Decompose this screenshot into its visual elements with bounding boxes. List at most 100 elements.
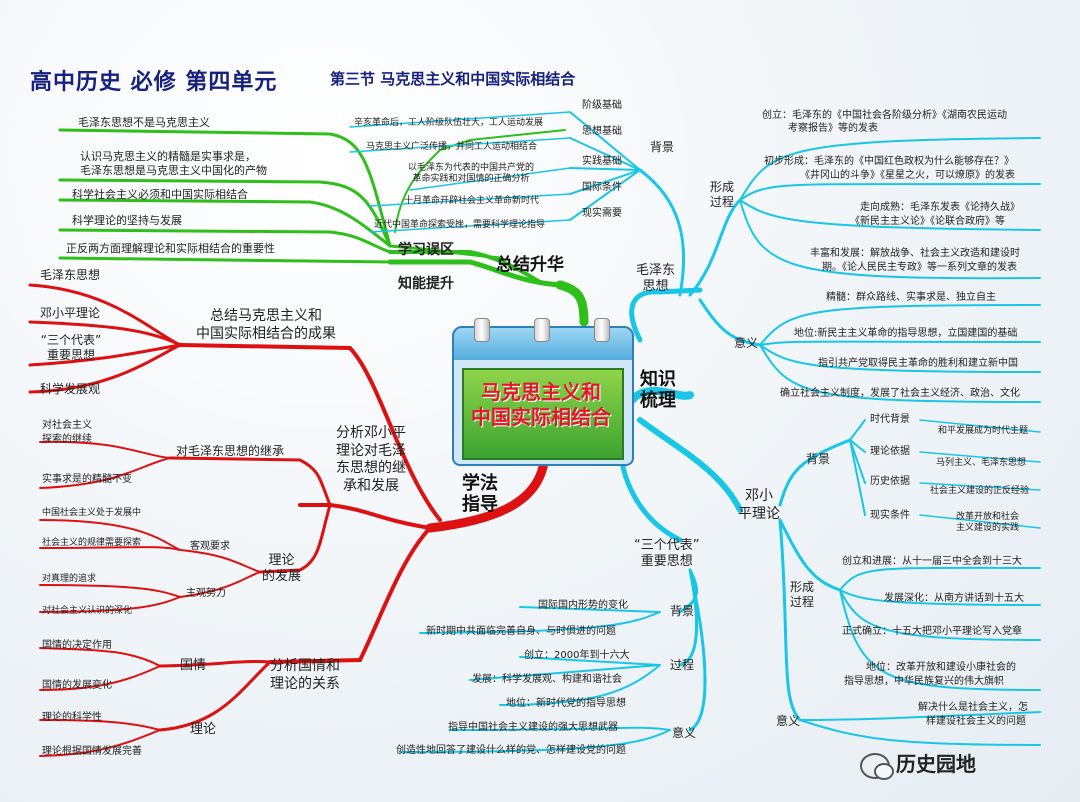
deng-formation-item-4a: 地位：改革开放和建设小康社会的 xyxy=(866,662,1016,673)
mao-sig-item-2: 地位:新民主主义革命的指导思想，立国建国的基础 xyxy=(794,328,1018,339)
deng-bg-history-label: 历史依据 xyxy=(870,476,910,487)
page-subtitle: 第三节 马克思主义和中国实际相结合 xyxy=(330,70,576,88)
deng-formation-item-1: 创立和进展：从十一届三中全会到十三大 xyxy=(842,556,1022,567)
mao-bg-need-label: 现实需要 xyxy=(582,208,622,219)
deng-significance-label: 意义 xyxy=(776,714,801,728)
mao-formation-item-4b: 期。《论人民民主专政》等一系列文章的发表 xyxy=(822,262,1017,273)
three-process-item-1: 创立：2000年到十六大 xyxy=(524,650,630,661)
results-label: 总结马克思主义和 中国实际相结合的成果 xyxy=(196,308,336,343)
results-label-line1: 总结马克思主义和 xyxy=(210,308,322,324)
theory-item-1: 理论的科学性 xyxy=(42,712,102,723)
subjective-label: 主观努力 xyxy=(186,588,226,599)
cyan-mao-line xyxy=(629,287,703,343)
objective-label: 客观要求 xyxy=(190,541,230,552)
deng-formation-line2: 过程 xyxy=(790,595,815,609)
mao-bg-class-detail: 辛亥革命后，工人阶级队伍壮大，工人运动发展 xyxy=(354,118,544,128)
mao-formation-item-1b: 考察报告》等的发表 xyxy=(788,123,878,134)
deng-label: 邓小 平理论 xyxy=(738,488,780,523)
center-topic-line1: 马克思主义和 xyxy=(481,380,601,404)
three-process-item-2: 发展：科学发展观、构建和谐社会 xyxy=(472,674,622,685)
mao-formation-item-3a: 走向成熟：毛泽东发表《论持久战》 xyxy=(860,202,1020,213)
three-bg-item-1: 国际国内形势的变化 xyxy=(538,600,628,611)
watermark: 历史园地 xyxy=(860,748,976,780)
deng-sig-item-1: 解决什么是社会主义，怎 xyxy=(918,702,1028,713)
mao-bg-need-detail: 近代中国革命探索受挫，需要科学理论指导 xyxy=(374,220,546,230)
mao-formation-line1: 形成 xyxy=(710,180,735,194)
cyan-trunk xyxy=(628,386,694,404)
knowledge-branch-label: 知识 梳理 xyxy=(640,369,676,411)
deng-background-label: 背景 xyxy=(806,452,831,466)
pitfalls-label: 学习误区 xyxy=(398,242,454,258)
conditions-label: 国情 xyxy=(180,658,207,673)
mao-bg-intl-detail: 十月革命开辟社会主义革命新时代 xyxy=(404,196,540,206)
page-title: 高中历史 必修 第四单元 xyxy=(30,70,278,95)
mao-bg-practice-detail1: 以毛泽东为代表的中国共产党的 xyxy=(408,163,535,173)
three-significance-label: 意义 xyxy=(672,726,697,740)
deng-label-line1: 邓小 xyxy=(745,488,773,504)
green-item-line-4 xyxy=(58,198,392,248)
deng-analysis-line2: 理论对毛泽 xyxy=(336,442,406,459)
mao-label-line2: 思想 xyxy=(642,279,669,295)
mao-formation-item-1a: 创立：毛泽东的《中国社会各阶级分析》《湖南农民运动 xyxy=(762,110,1007,121)
develop-label-line2: 的发展 xyxy=(262,569,302,585)
inherit-item-3: 实事求是的精髓不变 xyxy=(42,474,132,485)
red-national-line xyxy=(268,526,432,664)
summary-branch-label: 总结升华 xyxy=(496,255,564,275)
mao-bg-practice-detail: 以毛泽东为代表的中国共产党的 革命实践和对国情的正确分析 xyxy=(408,163,534,186)
three-represents-label: “三个代表” 重要思想 xyxy=(634,538,699,571)
mao-formation-item-3b: 《新民主主义论》《论联合政府》等 xyxy=(850,216,1005,227)
national-label: 分析国情和 理论的关系 xyxy=(270,658,340,693)
deng-bg-reality-detail2: 主义建设的实践 xyxy=(956,523,1020,534)
mao-formation-line2: 过程 xyxy=(710,195,735,209)
calendar-green-panel xyxy=(462,368,624,460)
deng-bg-theory-detail: 马列主义、毛泽东思想 xyxy=(936,458,1027,468)
result-three-line1: “三个代表” xyxy=(40,333,102,347)
deng-analysis-line4: 承和发展 xyxy=(343,477,399,494)
objective-item-1: 中国社会主义处于发展中 xyxy=(42,508,142,518)
result-item-scientific: 科学发展观 xyxy=(40,382,101,396)
mao-label: 毛泽东 思想 xyxy=(636,263,675,296)
red-deng-line xyxy=(298,503,432,530)
subjective-item-2: 对社会主义认识的深化 xyxy=(42,606,133,616)
mao-bg-practice-detail2: 革命实践和对国情的正确分析 xyxy=(412,174,530,185)
knowledge-label-line2: 梳理 xyxy=(640,389,676,411)
theory-item-2: 理论根据国情发展完善 xyxy=(42,746,142,757)
deng-formation-item-2: 发展深化：从南方讲话到十五大 xyxy=(884,593,1024,604)
inherit-label: 对毛泽东思想的继承 xyxy=(176,444,285,458)
result-item-deng: 邓小平理论 xyxy=(40,306,101,320)
mao-sig-item-1: 精髓：群众路线、实事求是、独立自主 xyxy=(826,292,996,303)
cyan-branch xyxy=(349,111,1041,753)
mao-formation-item-2a: 初步形成：毛泽东的《中国红色政权为什么能够存在？》 xyxy=(764,156,1014,167)
deng-bg-history-detail: 社会主义建设的正反经验 xyxy=(930,486,1030,496)
green-item-line-1 xyxy=(58,128,392,248)
deng-label-line2: 平理论 xyxy=(738,505,780,522)
deng-bg-reality-detail1: 改革开放和社会 xyxy=(956,512,1020,522)
conditions-item-2: 国情的发展变化 xyxy=(42,680,112,691)
develop-label-line1: 理论 xyxy=(268,553,295,568)
deng-analysis-label: 分析邓小平 理论对毛泽 东思想的继 承和发展 xyxy=(336,425,406,495)
three-background-label: 背景 xyxy=(670,604,695,618)
green-knowledge-line xyxy=(387,259,563,288)
objective-item-2: 社会主义的规律需要探索 xyxy=(42,538,142,548)
three-sig-item-1: 指导中国社会主义建设的强大思想武器 xyxy=(448,722,618,733)
mao-label-line1: 毛泽东 xyxy=(636,263,676,278)
three-bg-item-2: 新时期中共面临完善自身、与时俱进的问题 xyxy=(426,626,616,637)
calendar-ring-3 xyxy=(594,318,610,342)
mao-bg-class-label: 阶级基础 xyxy=(582,100,622,111)
center-topic-line2: 中国实际相结合 xyxy=(471,405,611,429)
deng-bg-reality-label: 现实条件 xyxy=(870,510,910,521)
green-item-line-5 xyxy=(58,228,392,254)
three-represents-line1: “三个代表” xyxy=(634,538,700,553)
inherit-item-1: 对社会主义 xyxy=(42,420,92,431)
calendar-ring-2 xyxy=(534,318,550,342)
red-branch xyxy=(28,283,550,757)
knowledge-item-3: 正反两方面理解理论和实际相结合的重要性 xyxy=(66,242,275,255)
national-label-line2: 理论的关系 xyxy=(270,675,340,692)
method-label-line1: 学法 xyxy=(462,473,498,494)
mao-background-label: 背景 xyxy=(650,140,675,154)
mao-formation-item-2b: 《井冈山的斗争》《星星之火，可以燎原》的发表 xyxy=(800,170,1015,181)
green-branch xyxy=(58,128,589,327)
inherit-item-2: 探索的继续 xyxy=(42,434,92,445)
